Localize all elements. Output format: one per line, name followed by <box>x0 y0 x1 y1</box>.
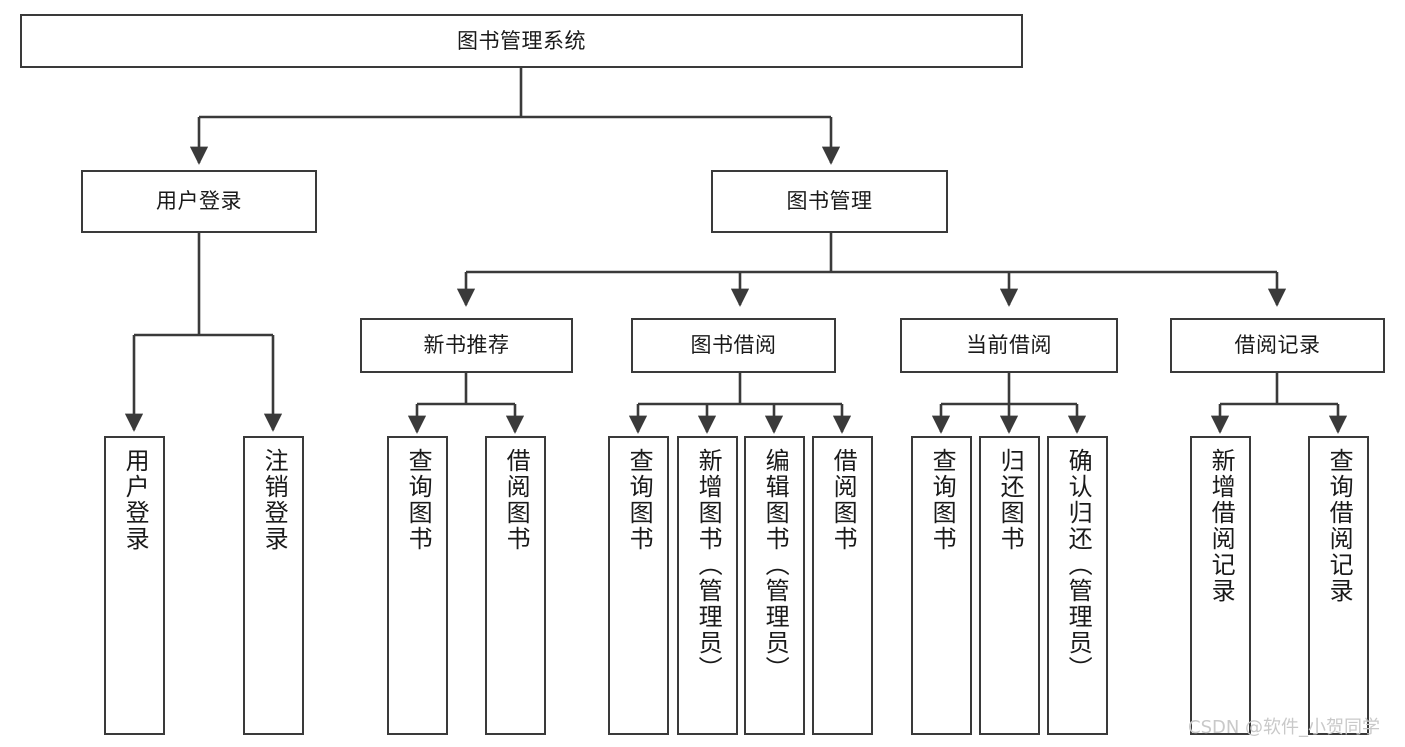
node-label: 新增借阅记录 <box>1207 448 1236 604</box>
leaf-borrow-book[interactable]: 借阅图书 <box>812 436 873 735</box>
node-label: 查询图书 <box>928 448 957 552</box>
node-book-management[interactable]: 图书管理 <box>711 170 948 233</box>
node-label: 图书借阅 <box>690 333 777 358</box>
node-label: 归还图书 <box>996 448 1025 552</box>
node-label: 借阅图书 <box>502 448 531 552</box>
leaf-confirm-return-admin[interactable]: 确认归还（管理员） <box>1047 436 1108 735</box>
leaf-borrow-book-new[interactable]: 借阅图书 <box>485 436 546 735</box>
node-label: 用户登录 <box>121 448 150 552</box>
node-label: 注销登录 <box>260 448 289 552</box>
node-user-login[interactable]: 用户登录 <box>81 170 317 233</box>
leaf-query-book-borrow[interactable]: 查询图书 <box>608 436 669 735</box>
leaf-query-borrow-record[interactable]: 查询借阅记录 <box>1308 436 1369 735</box>
leaf-return-book[interactable]: 归还图书 <box>979 436 1040 735</box>
node-borrow-record[interactable]: 借阅记录 <box>1170 318 1385 373</box>
node-label: 用户登录 <box>156 189 242 214</box>
leaf-user-login[interactable]: 用户登录 <box>104 436 165 735</box>
node-current-borrow[interactable]: 当前借阅 <box>900 318 1118 373</box>
node-label: 借阅图书 <box>829 448 858 552</box>
node-root-book-management-system[interactable]: 图书管理系统 <box>20 14 1023 68</box>
node-label: 图书管理系统 <box>457 28 586 53</box>
node-label: 编辑图书（管理员） <box>761 448 790 682</box>
node-label: 确认归还（管理员） <box>1064 448 1093 682</box>
node-label: 新书推荐 <box>423 333 510 358</box>
node-label: 查询图书 <box>404 448 433 552</box>
node-book-borrow[interactable]: 图书借阅 <box>631 318 836 373</box>
node-label: 借阅记录 <box>1234 333 1321 358</box>
leaf-add-borrow-record[interactable]: 新增借阅记录 <box>1190 436 1251 735</box>
node-new-book-recommend[interactable]: 新书推荐 <box>360 318 573 373</box>
leaf-query-book-new[interactable]: 查询图书 <box>387 436 448 735</box>
leaf-logout[interactable]: 注销登录 <box>243 436 304 735</box>
node-label: 新增图书（管理员） <box>694 448 723 682</box>
watermark: CSDN @软件_小贺同学 <box>1188 717 1381 738</box>
node-label: 当前借阅 <box>966 333 1052 358</box>
leaf-query-book-current[interactable]: 查询图书 <box>911 436 972 735</box>
node-label: 查询借阅记录 <box>1325 448 1354 604</box>
leaf-add-book-admin[interactable]: 新增图书（管理员） <box>677 436 738 735</box>
leaf-edit-book-admin[interactable]: 编辑图书（管理员） <box>744 436 805 735</box>
node-label: 查询图书 <box>625 448 654 552</box>
node-label: 图书管理 <box>786 189 873 214</box>
